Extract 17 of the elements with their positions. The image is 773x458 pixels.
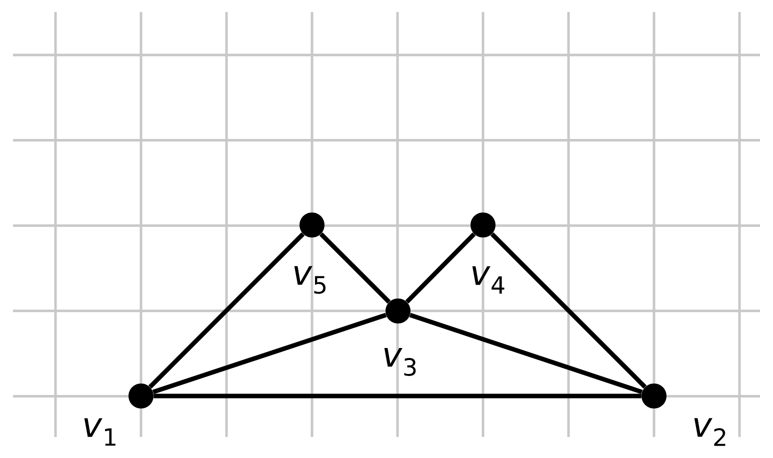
vertex-label: v$_{5}$: [294, 266, 326, 294]
edge-line: [405, 232, 476, 304]
edge-line: [152, 312, 387, 394]
vertex-dot: [642, 384, 666, 408]
edge-line: [409, 312, 643, 394]
vertex-label: v$_{4}$: [472, 266, 504, 294]
vertex-dot: [300, 212, 324, 238]
vertex-label: v$_{2}$: [694, 418, 726, 446]
vertex-label: v$_{3}$: [384, 348, 416, 376]
vertex-label: v$_{1}$: [84, 418, 116, 446]
edge-line: [319, 232, 391, 304]
vertex-dot: [386, 298, 410, 324]
edge-line: [154, 394, 642, 398]
edge-line: [148, 232, 305, 389]
vertex-dot: [470, 212, 496, 238]
edge-line: [490, 232, 647, 389]
vertex-dot: [128, 384, 154, 408]
